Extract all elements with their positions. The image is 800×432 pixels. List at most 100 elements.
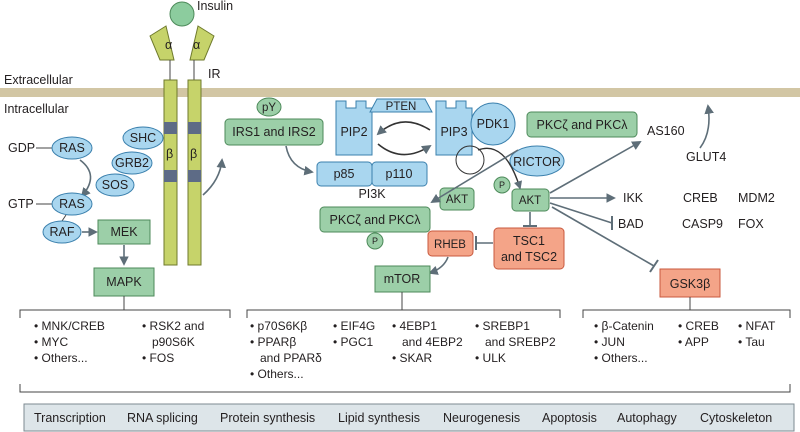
shc-node [122,126,164,150]
pip2-node [335,100,373,156]
ras-gtp-node [51,192,93,216]
akt-as160-arrow [549,141,642,194]
outcome-protein-synthesis: Protein synthesis [220,411,315,425]
ras-raf-link [61,214,67,222]
target-item: and 4EBP2 [402,335,463,349]
mtor-label: mTOR [384,272,421,286]
p110-node [371,161,428,187]
pten-label: PTEN [386,101,417,113]
target-item: p90S6K [152,335,195,349]
irs-node [224,118,324,146]
akt-membrane-label: AKT [446,194,468,206]
receptor-band [188,170,201,182]
outcome-transcription: Transcription [34,411,106,425]
glut4-label: GLUT4 [686,150,726,164]
target-item: • SKAR [392,351,433,365]
target-item: • NFAT [738,319,776,333]
pkc-p-label: P [372,236,378,246]
mapk-targets: • MNK/CREB • MYC • Others... • RSK2 and … [34,319,204,365]
pip3-label: PIP3 [440,125,467,139]
gsk-target-bracket [582,309,791,318]
extracellular-label: Extracellular [4,73,73,87]
target-item: and SREBP2 [485,335,556,349]
akt-gsk-inhibit [551,206,655,267]
intracellular-label: Intracellular [4,102,69,116]
target-item: • ULK [475,351,506,365]
rheb-label: RHEB [434,239,466,251]
raf-node [42,220,82,244]
target-item: and PPARδ [260,351,322,365]
pkc-top-label: PKCζ and PKCλ [537,118,629,132]
cell-membrane [0,88,800,97]
tsc2-label: and TSC2 [501,250,557,264]
target-item: • MYC [34,335,69,349]
outcome-rna-splicing: RNA splicing [127,411,198,425]
pdk1-node [470,102,516,146]
pkc-top-node [526,111,638,138]
target-item: • β-Catenin [594,319,654,333]
p85-label: p85 [334,167,355,181]
target-item: • FOS [142,351,174,365]
gsk3b-label: GSK3β [670,277,711,291]
irs-pi3k-arrow [285,145,314,176]
pkc-mid-label: PKCζ and PKCλ [330,213,422,227]
akt-node [511,188,550,212]
p-node [493,176,511,194]
grb2-label: GRB2 [115,156,149,170]
receptor-alpha-right [189,25,215,61]
akt-bad-inhibit [549,202,613,224]
insulin-ligand [169,1,195,27]
pdk1-pkc-arrow [430,149,519,203]
ras-gdp-node [51,136,93,160]
target-item: • CREB [678,319,719,333]
pten-node [369,98,433,113]
ras-label: RAS [59,141,85,155]
casp9-label: CASP9 [682,217,723,231]
fox-label: FOX [738,217,764,231]
outcome-lipid-synthesis: Lipid synthesis [338,411,420,425]
as160-label: AS160 [647,124,685,138]
irs-label: IRS1 and IRS2 [232,125,315,139]
gdp-label: GDP [8,141,35,155]
pi3k-conversion-arrow [377,143,432,156]
target-item: • Others... [34,351,88,365]
ras-activation-arrow [79,159,92,198]
ras-gtp-label: RAS [59,197,85,211]
mapk-branch: GDP RAS SHC GRB2 SOS GTP RAS RAF MEK MAP… [8,126,164,310]
sos-node [95,173,135,197]
bad-label: BAD [618,217,644,231]
pkc-mid-node [319,206,431,233]
mtor-target-bracket [246,309,561,318]
outcome-cytoskeleton: Cytoskeleton [700,411,772,425]
alpha-right-label: α [193,38,200,52]
receptor-band [164,122,177,134]
target-item: • PGC1 [333,335,374,349]
gsk3b-node [659,268,721,298]
rictor-label: RICTOR [513,155,561,169]
rheb-node [427,230,474,257]
py-label: pY [262,102,276,114]
pdk1-label: PDK1 [477,117,510,131]
mapk-target-bracket [19,309,231,318]
receptor-band [188,122,201,134]
rheb-mtor-arrow [428,256,449,275]
mek-label: MEK [110,225,138,239]
mtor-targets: • p70S6Kβ • PPARβ and PPARδ • Others... … [250,319,556,381]
pkc-p-node [366,232,384,250]
pip2-label: PIP2 [340,125,367,139]
target-item: • 4EBP1 [392,319,437,333]
mdm2-label: MDM2 [738,191,775,205]
shc-label: SHC [130,131,156,145]
gsk-targets: • β-Catenin • JUN • Others... • CREB • A… [594,319,776,365]
target-item: • APP [678,335,709,349]
target-item: • MNK/CREB [34,319,105,333]
ikk-label: IKK [623,191,644,205]
outcome-autophagy: Autophagy [617,411,678,425]
outcome-apoptosis: Apoptosis [542,411,597,425]
beta-right-label: β [190,147,197,161]
target-item: • p70S6Kβ [250,319,307,333]
target-item: • PPARβ [250,335,296,349]
gtp-label: GTP [8,197,34,211]
outcomes-bar [23,403,795,432]
